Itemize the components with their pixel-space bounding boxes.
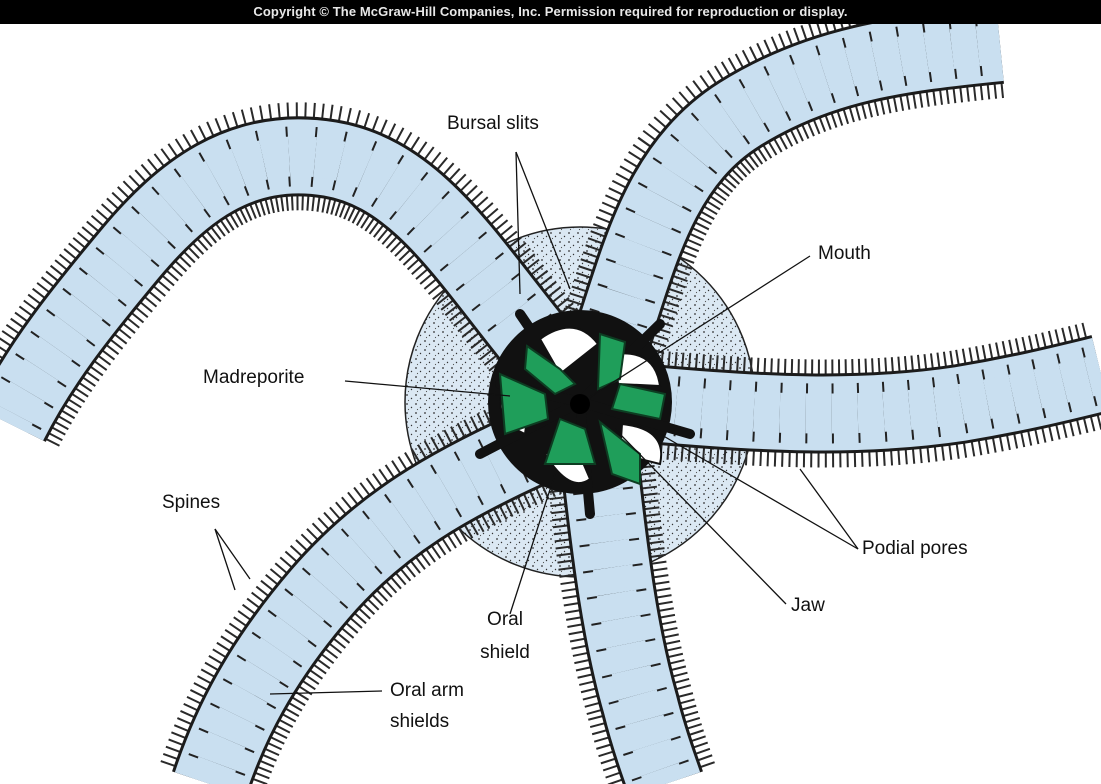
label-oral-arm-shields-line1: Oral arm bbox=[390, 679, 464, 703]
copyright-notice: Copyright © The McGraw-Hill Companies, I… bbox=[0, 4, 1101, 19]
label-spines: Spines bbox=[162, 491, 220, 515]
brittle-star-illustration bbox=[0, 24, 1101, 784]
label-bursal-slits: Bursal slits bbox=[447, 112, 539, 136]
leader-spines-2 bbox=[215, 529, 235, 590]
label-oral-arm-shields-line2: shields bbox=[390, 710, 449, 734]
label-jaw: Jaw bbox=[791, 594, 825, 618]
label-madreporite: Madreporite bbox=[203, 366, 304, 390]
label-podial-pores: Podial pores bbox=[862, 537, 968, 561]
arm-right bbox=[650, 374, 1101, 413]
label-oral-shield-line2: shield bbox=[470, 641, 540, 665]
leader-spines-1 bbox=[215, 529, 250, 579]
diagram-panel: Bursal slits Mouth Madreporite Spines Po… bbox=[0, 24, 1101, 784]
label-oral-shield-line1: Oral bbox=[470, 608, 540, 632]
label-mouth: Mouth bbox=[818, 242, 871, 266]
leader-podial-pores-2 bbox=[800, 469, 858, 549]
